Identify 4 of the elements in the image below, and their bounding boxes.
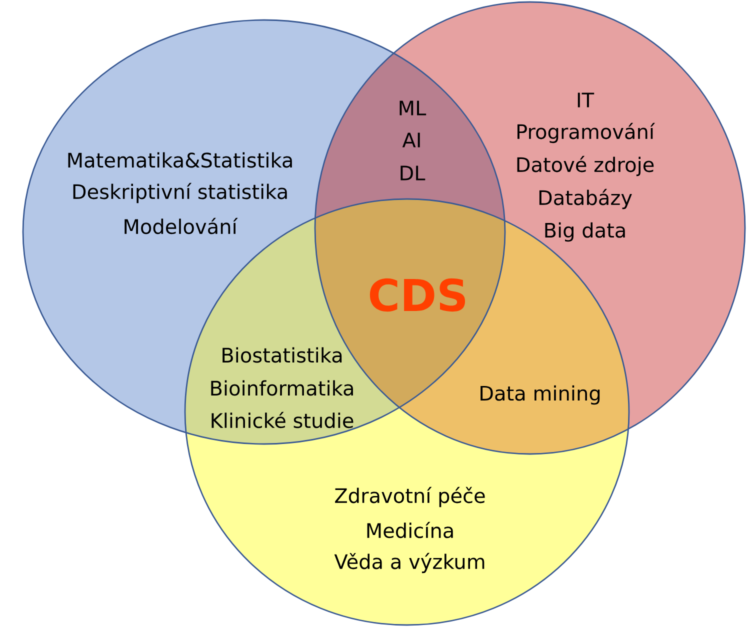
center-label: CDS	[370, 278, 466, 312]
region-label: AI	[402, 132, 420, 148]
region-label: DL	[400, 166, 426, 180]
region-label: ML	[400, 100, 426, 116]
